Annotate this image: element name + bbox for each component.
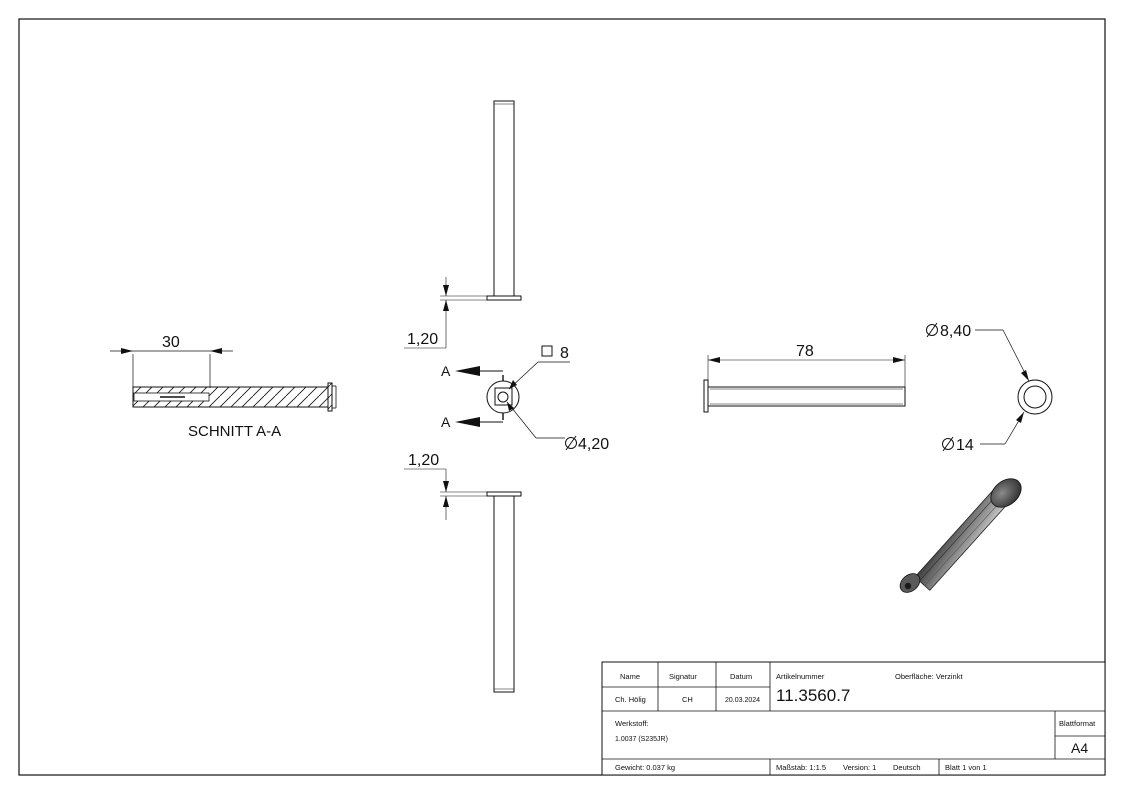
side-view: 78 bbox=[703, 343, 906, 413]
isometric-view bbox=[899, 478, 1022, 593]
diameter-symbol-icon bbox=[565, 435, 577, 451]
bottom-view: 1,20 bbox=[404, 452, 522, 693]
sprache: Deutsch bbox=[893, 763, 921, 772]
drafter-signatur: CH bbox=[682, 695, 693, 704]
square-symbol-icon bbox=[541, 345, 553, 357]
massstab: Maßstab: 1:1.5 bbox=[776, 763, 826, 772]
artikel-label: Artikelnummer bbox=[776, 672, 825, 681]
front-view: A A 8 4,20 bbox=[441, 345, 609, 453]
top-view: 1,20 bbox=[404, 100, 522, 349]
drafter-name: Ch. Hölig bbox=[615, 695, 646, 704]
blatt: Blatt 1 von 1 bbox=[945, 763, 987, 772]
front-hole-dim: 4,20 bbox=[578, 436, 609, 453]
version: Version: 1 bbox=[843, 763, 876, 772]
diameter-symbol-icon bbox=[942, 436, 954, 452]
cut-label-bottom: A bbox=[441, 414, 451, 430]
gewicht: Gewicht: 0.037 kg bbox=[615, 763, 675, 772]
side-dim-length: 78 bbox=[796, 343, 814, 360]
drawing-date: 20.03.2024 bbox=[725, 697, 760, 704]
end-dim-outer: 14 bbox=[956, 437, 974, 454]
section-dim-length: 30 bbox=[162, 334, 180, 351]
artikel-nummer: 11.3560.7 bbox=[776, 686, 850, 705]
end-view: 8,40 14 bbox=[926, 322, 1053, 454]
blattformat-value: A4 bbox=[1071, 740, 1088, 756]
front-square-dim: 8 bbox=[560, 345, 569, 362]
werkstoff-value: 1.0037 (S235JR) bbox=[615, 736, 668, 743]
blattformat-label: Blattformat bbox=[1059, 719, 1096, 728]
oberflaeche: Oberfläche: Verzinkt bbox=[895, 672, 963, 681]
section-view: 30 SCHNITT A-A bbox=[110, 334, 337, 440]
header-datum: Datum bbox=[730, 672, 752, 681]
bottom-dim-flange: 1,20 bbox=[408, 452, 439, 469]
cut-label-top: A bbox=[441, 363, 451, 379]
drawing-frame bbox=[18, 18, 1106, 776]
title-block: Name Signatur Datum Ch. Hölig CH 20.03.2… bbox=[601, 661, 1106, 776]
header-signatur: Signatur bbox=[669, 672, 697, 681]
header-name: Name bbox=[620, 672, 640, 681]
section-caption: SCHNITT A-A bbox=[188, 423, 281, 440]
diameter-symbol-icon bbox=[926, 322, 938, 338]
end-dim-inner: 8,40 bbox=[940, 323, 971, 340]
top-dim-flange: 1,20 bbox=[407, 331, 438, 348]
werkstoff-label: Werkstoff: bbox=[615, 719, 648, 728]
